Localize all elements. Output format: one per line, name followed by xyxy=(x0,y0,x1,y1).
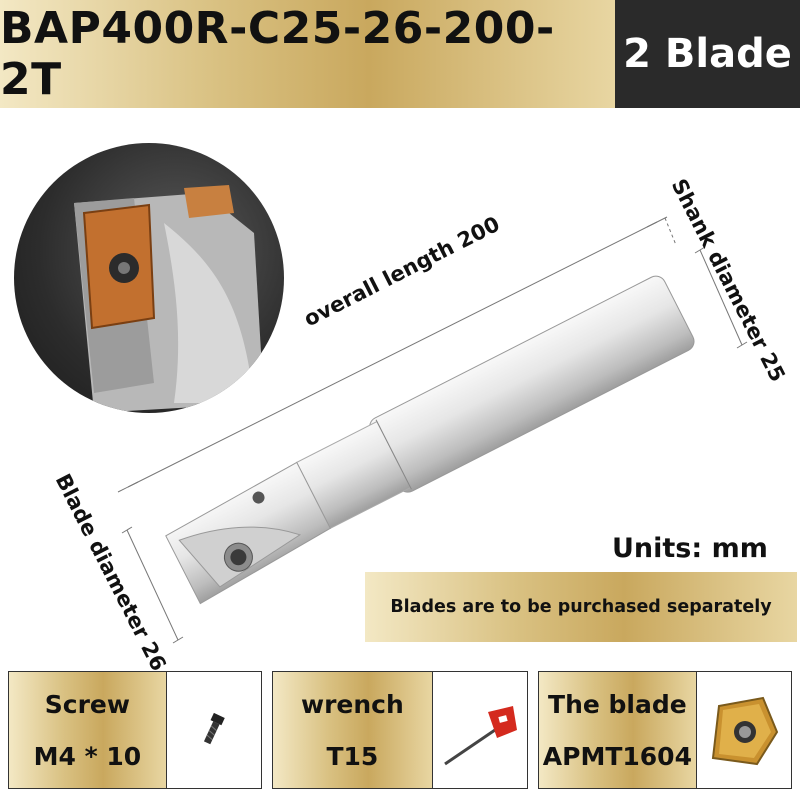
accessory-text: wrench T15 xyxy=(273,672,432,788)
accessory-spec: T15 xyxy=(326,741,379,771)
overall-length-dimension-line xyxy=(117,216,677,493)
accessory-spec: M4 * 10 xyxy=(33,741,142,771)
accessory-name: wrench xyxy=(300,689,404,719)
blade-diameter-dimension-line xyxy=(121,526,184,644)
product-model-title: BAP400R-C25-26-200-2T xyxy=(0,3,555,105)
blade-count-badge: 2 Blade xyxy=(615,0,800,108)
units-label: Units: mm xyxy=(612,533,768,564)
tool-diagram xyxy=(117,216,748,644)
cutter-closeup-photo xyxy=(14,143,284,413)
wrench-icon xyxy=(431,672,527,788)
accessory-text: The blade APMT1604 xyxy=(539,672,696,788)
accessory-card-blade: The blade APMT1604 xyxy=(538,671,792,789)
notice-bar: Blades are to be purchased separately xyxy=(365,572,797,642)
blade-insert-icon xyxy=(695,672,791,788)
title-bar: BAP400R-C25-26-200-2T xyxy=(0,0,615,108)
shank-diameter-dimension-line xyxy=(694,246,748,349)
accessory-spec: APMT1604 xyxy=(542,741,692,771)
tool-body xyxy=(165,275,695,605)
accessory-card-wrench: wrench T15 xyxy=(272,671,528,789)
screw-icon xyxy=(165,672,261,788)
accessory-name: Screw xyxy=(44,689,130,719)
accessory-text: Screw M4 * 10 xyxy=(9,672,166,788)
accessory-name: The blade xyxy=(548,689,687,719)
accessory-card-screw: Screw M4 * 10 xyxy=(8,671,262,789)
